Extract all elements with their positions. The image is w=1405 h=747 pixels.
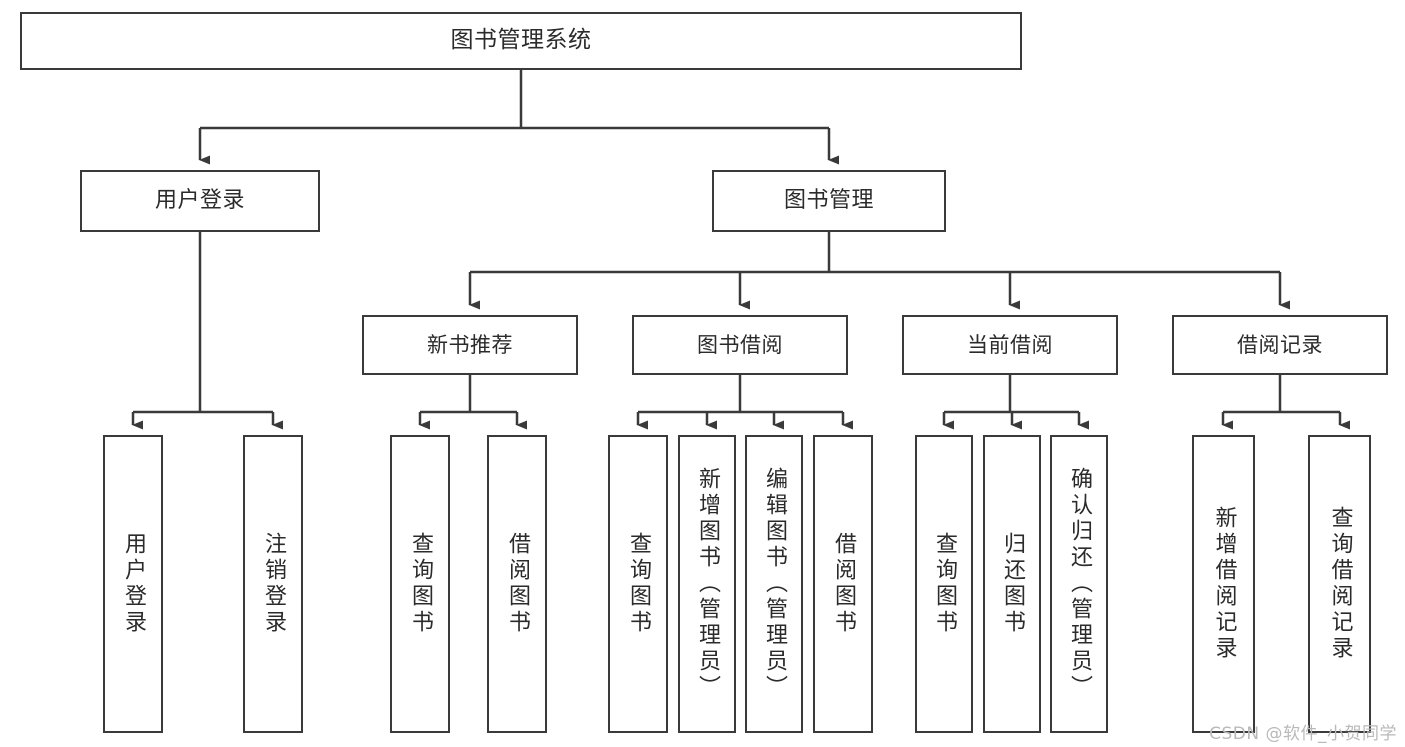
node-leaf-borrow-book-1-label: 借阅图书 bbox=[505, 532, 530, 636]
node-leaf-edit-book-label: 编辑图书（管理员） bbox=[762, 467, 787, 701]
node-leaf-logout-label: 注销登录 bbox=[261, 532, 286, 636]
node-leaf-borrow-book-2[interactable]: 借阅图书 bbox=[813, 435, 873, 733]
node-leaf-query-book-2-label: 查询图书 bbox=[626, 532, 651, 636]
node-book-manage[interactable]: 图书管理 bbox=[712, 170, 946, 232]
node-leaf-edit-book[interactable]: 编辑图书（管理员） bbox=[745, 435, 803, 733]
node-leaf-add-record[interactable]: 新增借阅记录 bbox=[1192, 435, 1255, 733]
node-current-borrow[interactable]: 当前借阅 bbox=[902, 315, 1118, 375]
node-leaf-add-record-label: 新增借阅记录 bbox=[1211, 506, 1237, 662]
node-leaf-return-book-label: 归还图书 bbox=[1000, 532, 1025, 636]
node-book-borrow-label: 图书借阅 bbox=[697, 332, 783, 357]
node-borrow-record-label: 借阅记录 bbox=[1237, 332, 1323, 357]
node-leaf-borrow-book-1[interactable]: 借阅图书 bbox=[487, 435, 547, 733]
node-leaf-query-record-label: 查询借阅记录 bbox=[1327, 506, 1353, 662]
node-leaf-borrow-book-2-label: 借阅图书 bbox=[831, 532, 856, 636]
node-leaf-query-book-1-label: 查询图书 bbox=[408, 532, 433, 636]
node-borrow-record[interactable]: 借阅记录 bbox=[1172, 315, 1388, 375]
node-current-borrow-label: 当前借阅 bbox=[967, 332, 1053, 357]
node-leaf-confirm-return-label: 确认归还（管理员） bbox=[1067, 467, 1092, 701]
node-book-borrow[interactable]: 图书借阅 bbox=[632, 315, 848, 375]
node-leaf-return-book[interactable]: 归还图书 bbox=[983, 435, 1041, 733]
node-leaf-add-book-label: 新增图书（管理员） bbox=[695, 467, 720, 701]
node-leaf-logout[interactable]: 注销登录 bbox=[243, 435, 303, 733]
node-user-login[interactable]: 用户登录 bbox=[80, 170, 320, 232]
node-leaf-user-login[interactable]: 用户登录 bbox=[103, 435, 163, 733]
node-new-book-recommend[interactable]: 新书推荐 bbox=[362, 315, 578, 375]
node-leaf-query-book-1[interactable]: 查询图书 bbox=[390, 435, 450, 733]
node-book-manage-label: 图书管理 bbox=[783, 187, 874, 213]
node-leaf-user-login-label: 用户登录 bbox=[121, 532, 146, 636]
node-leaf-add-book[interactable]: 新增图书（管理员） bbox=[678, 435, 736, 733]
node-leaf-query-book-3[interactable]: 查询图书 bbox=[915, 435, 973, 733]
node-leaf-query-record[interactable]: 查询借阅记录 bbox=[1308, 435, 1371, 733]
node-new-book-recommend-label: 新书推荐 bbox=[427, 332, 513, 357]
node-root-label: 图书管理系统 bbox=[450, 27, 592, 54]
node-leaf-confirm-return[interactable]: 确认归还（管理员） bbox=[1050, 435, 1108, 733]
node-leaf-query-book-2[interactable]: 查询图书 bbox=[608, 435, 668, 733]
node-user-login-label: 用户登录 bbox=[154, 187, 245, 213]
node-root[interactable]: 图书管理系统 bbox=[20, 12, 1022, 70]
node-leaf-query-book-3-label: 查询图书 bbox=[932, 532, 957, 636]
